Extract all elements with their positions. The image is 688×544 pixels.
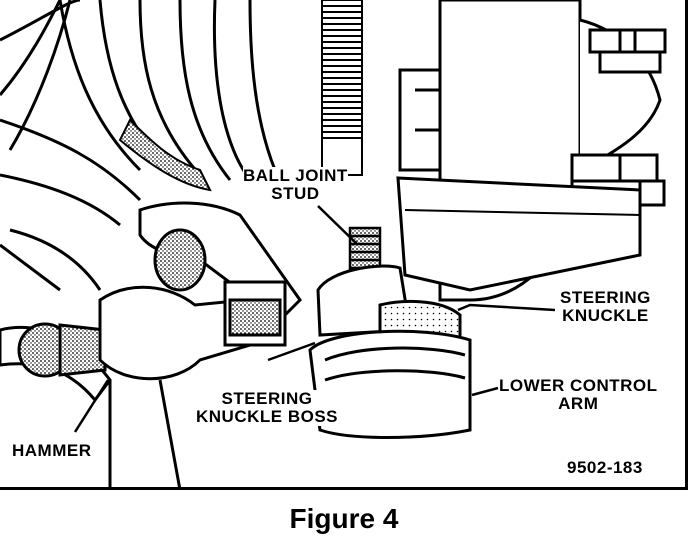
hammer-shape <box>0 280 287 487</box>
label-steering-knuckle-line2: KNUCKLE <box>562 306 649 325</box>
label-steering-knuckle: STEERING KNUCKLE <box>560 289 651 325</box>
label-knuckle-boss-line1: STEERING <box>221 389 313 408</box>
label-ball-joint-stud: BALL JOINT STUD <box>243 167 348 203</box>
leader-ball-joint-stud <box>317 205 359 246</box>
label-ball-joint-line1: BALL JOINT <box>243 166 348 185</box>
label-lower-control-arm-line1: LOWER CONTROL <box>499 376 658 395</box>
label-ball-joint-line2: STUD <box>271 184 320 203</box>
label-lower-control-arm-line2: ARM <box>558 394 599 413</box>
steering-knuckle-arm <box>396 176 642 292</box>
drawing-number: 9502-183 <box>567 458 643 478</box>
tire-shadow <box>118 118 212 192</box>
tire-tread <box>0 0 277 292</box>
label-hammer: HAMMER <box>12 441 92 460</box>
leader-lower-control-arm <box>471 386 499 397</box>
lower-control-arm-shape <box>308 329 472 439</box>
leader-hammer <box>73 379 110 433</box>
label-steering-knuckle-boss: STEERING KNUCKLE BOSS <box>196 389 339 426</box>
label-lower-control-arm: LOWER CONTROL ARM <box>499 377 658 413</box>
diagram-frame: BALL JOINT STUD STEERING KNUCKLE LOWER C… <box>0 0 688 490</box>
suspension-illustration <box>0 0 667 487</box>
label-knuckle-boss-line2: KNUCKLE BOSS <box>196 407 339 426</box>
leader-steering-knuckle <box>457 303 556 312</box>
coil-spring <box>321 0 363 176</box>
leader-lines <box>73 205 556 433</box>
label-steering-knuckle-line1: STEERING <box>560 288 651 307</box>
leader-knuckle-boss <box>267 341 316 362</box>
figure-caption: Figure 4 <box>289 503 399 534</box>
